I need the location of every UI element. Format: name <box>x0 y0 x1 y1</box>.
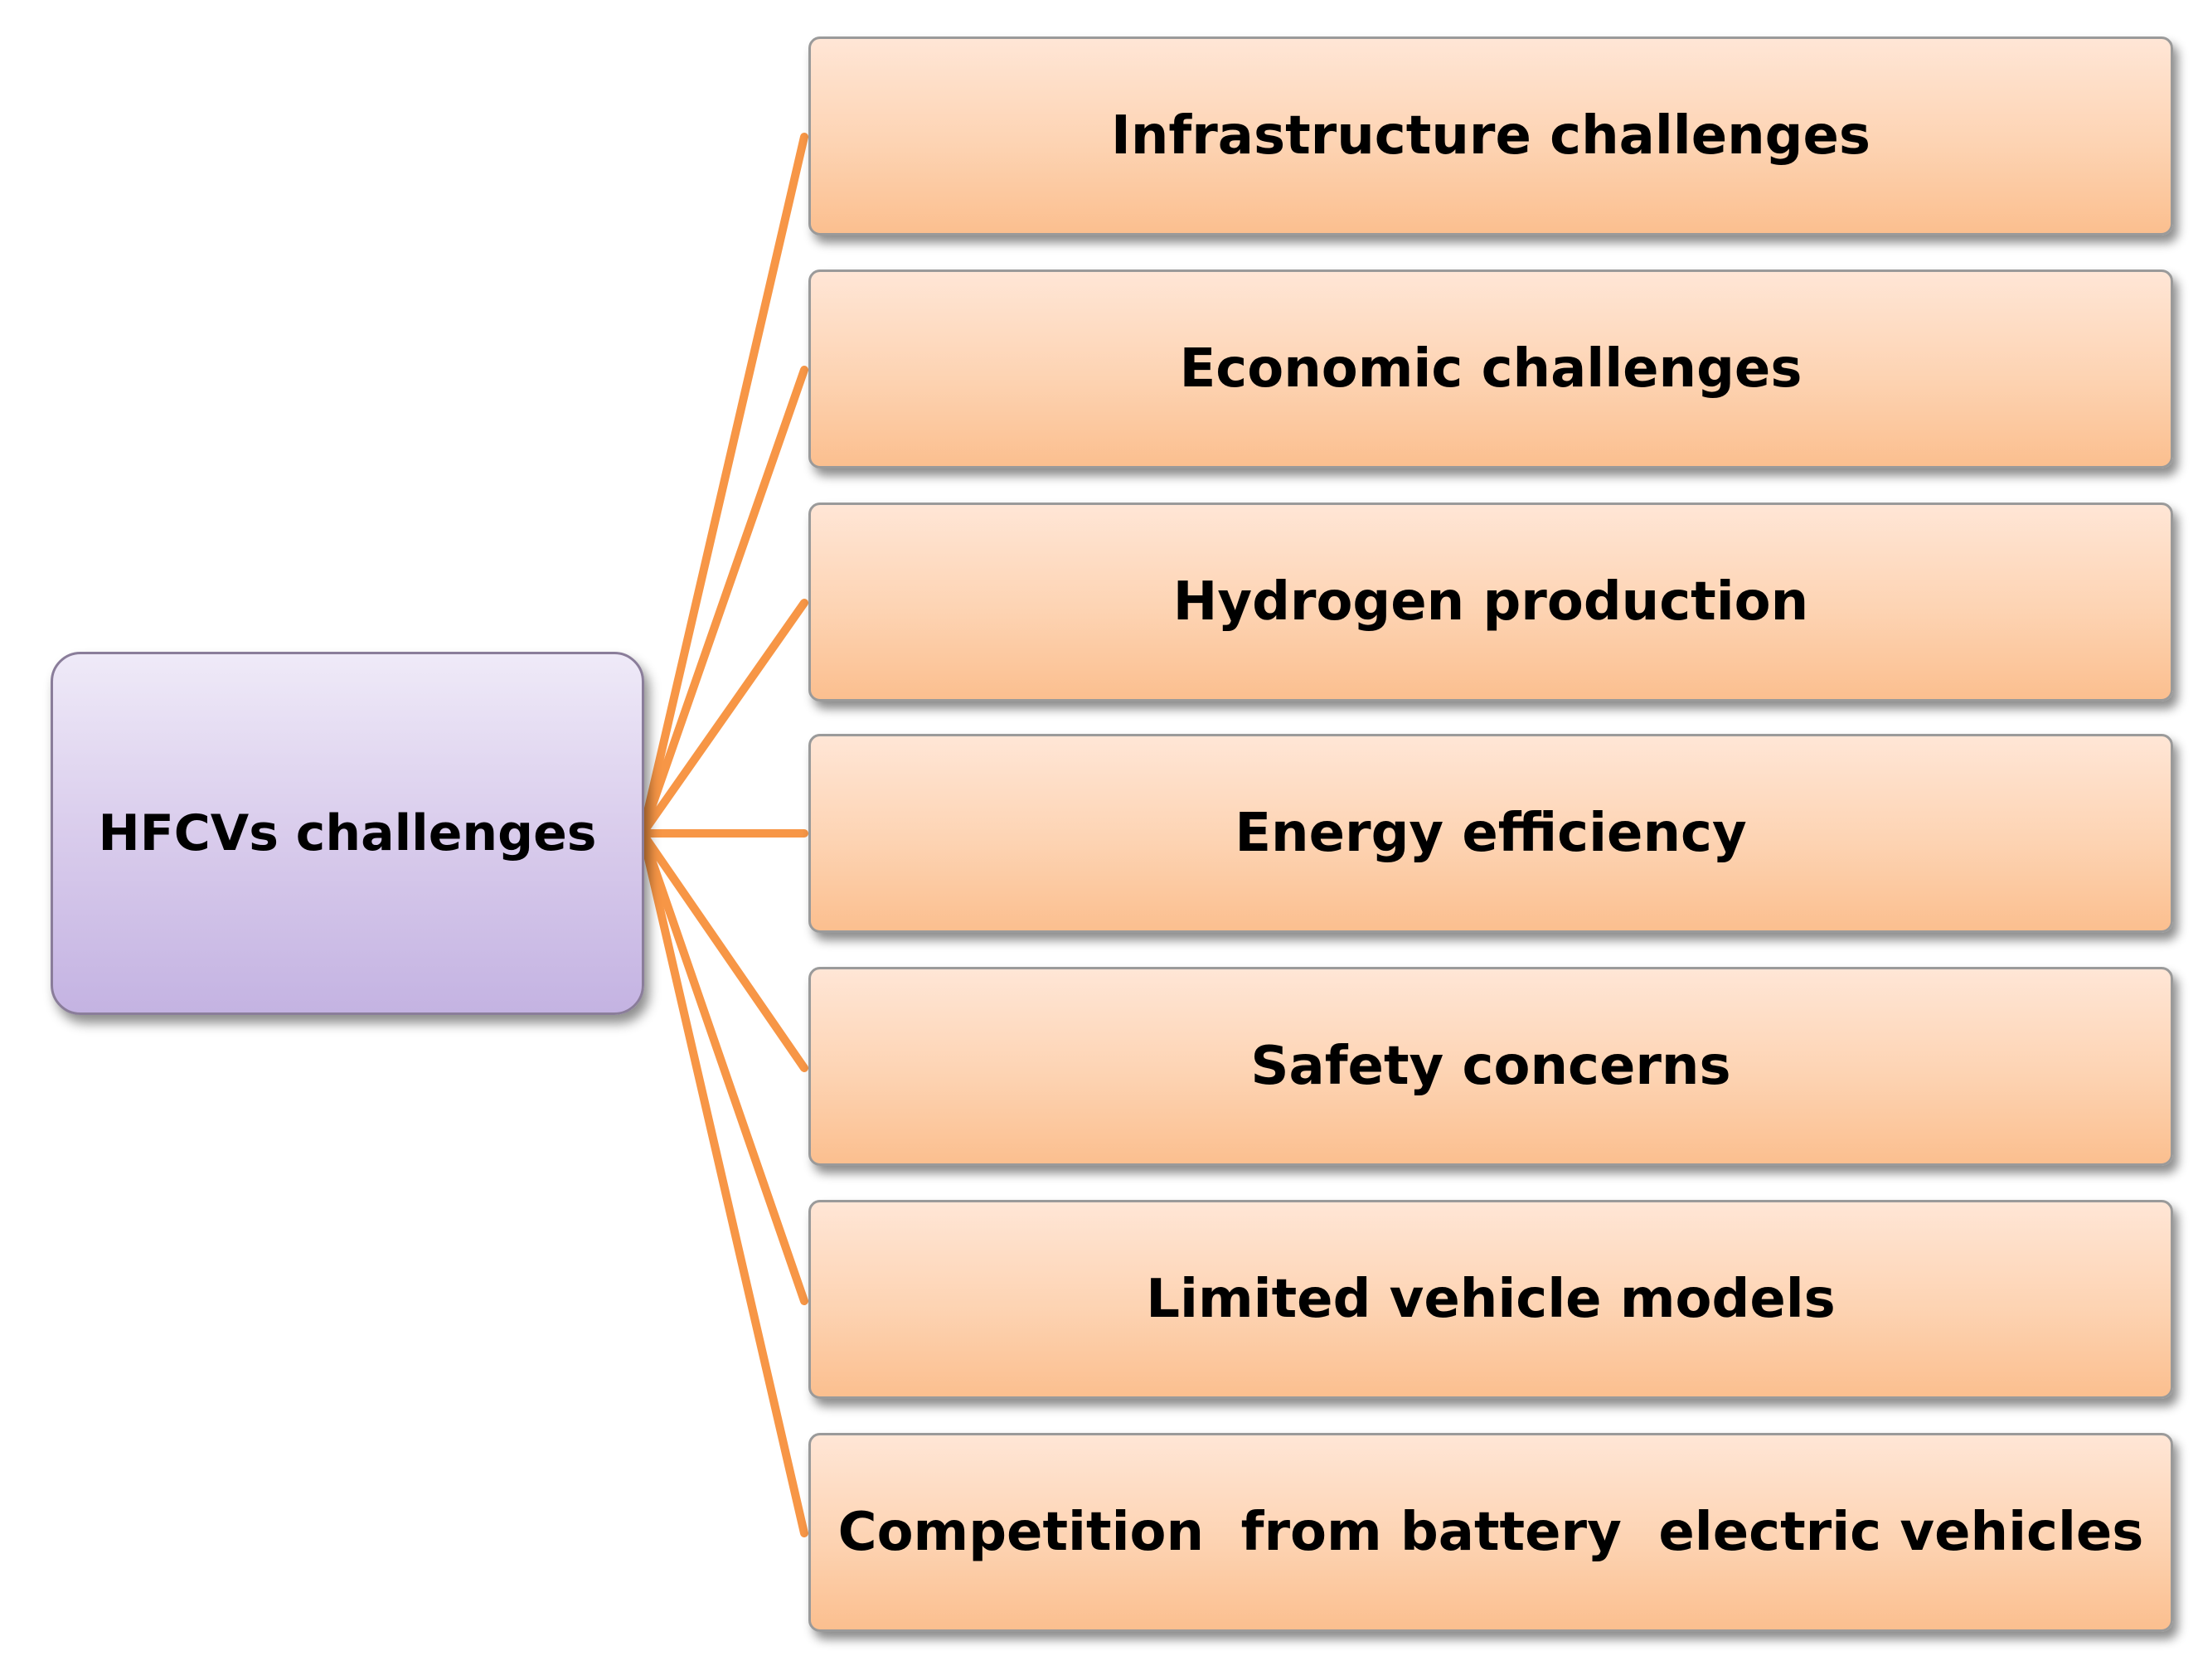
root-node-hfcvs-challenges: HFCVs challenges <box>51 652 644 1015</box>
connector-hydrogen-production <box>638 599 808 838</box>
branch-label-infrastructure: Infrastructure challenges <box>1111 105 1870 167</box>
branch-label-safety: Safety concerns <box>1250 1036 1731 1097</box>
branch-node-energy-efficiency: Energy efficiency <box>808 734 2173 933</box>
branch-label-hydrogen-production: Hydrogen production <box>1172 571 1809 633</box>
branch-node-economic: Economic challenges <box>808 269 2173 469</box>
root-node-label: HFCVs challenges <box>98 804 597 862</box>
branch-label-competition: Competition from battery electric vehicl… <box>837 1502 2144 1563</box>
connector-infrastructure <box>638 133 808 838</box>
connector-safety <box>638 829 808 1072</box>
branch-label-limited-models: Limited vehicle models <box>1146 1269 1836 1330</box>
connector-competition <box>638 829 808 1537</box>
branch-node-infrastructure: Infrastructure challenges <box>808 36 2173 235</box>
branch-node-competition: Competition from battery electric vehicl… <box>808 1433 2173 1632</box>
branch-node-hydrogen-production: Hydrogen production <box>808 503 2173 702</box>
branch-node-safety: Safety concerns <box>808 967 2173 1166</box>
branch-label-economic: Economic challenges <box>1179 338 1803 400</box>
branch-node-limited-models: Limited vehicle models <box>808 1200 2173 1399</box>
connector-economic <box>638 366 808 838</box>
connector-limited-models <box>638 829 808 1305</box>
branch-label-energy-efficiency: Energy efficiency <box>1235 803 1747 864</box>
